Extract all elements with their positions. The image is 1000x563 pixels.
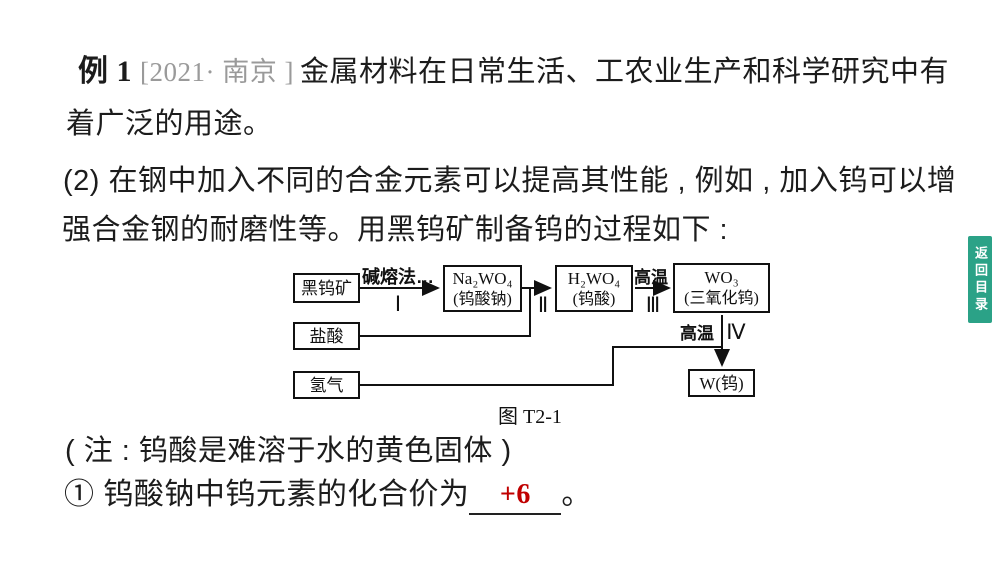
part2-text-1: (2) 在钢中加入不同的合金元素可以提高其性能 , 例如 , 加入钨可以增: [63, 165, 957, 197]
intro-text-2: 着广泛的用途。: [66, 108, 273, 140]
h2wo4-formula: H₂WO₄: [567, 268, 621, 288]
answer-value: +6: [499, 479, 531, 510]
source-citation: [2021· 南京 ]: [140, 57, 294, 87]
example-intro-line1: 例 1 [2021· 南京 ]金属材料在日常生活、工农业生产和科学研究中有: [78, 52, 949, 92]
box-hydrochloric-acid: 盐酸: [293, 322, 360, 350]
box-sodium-tungstate: Na₂WO₄ (钨酸钠): [443, 265, 522, 312]
wo3-formula: WO₃: [704, 268, 739, 287]
step1-number: Ⅰ: [395, 292, 401, 316]
h2-connector-line: [360, 346, 722, 386]
na2wo4-name: (钨酸钠): [453, 290, 512, 308]
question-line: ① 钨酸钠中钨元素的化合价为 +6 。: [64, 475, 592, 515]
note-text: ( 注 : 钨酸是难溶于水的黄色固体 ): [65, 435, 512, 467]
na2wo4-formula: Na₂WO₄: [452, 268, 513, 288]
tungsten-process-diagram: 碱熔法… Ⅰ Ⅱ 高温 Ⅲ 高温 Ⅳ 黑钨矿 盐酸 氢气 Na₂WO₄ (钨酸钠…: [290, 258, 775, 428]
answer-blank: +6: [469, 477, 562, 515]
part2-line1: (2) 在钢中加入不同的合金元素可以提高其性能 , 例如 , 加入钨可以增: [63, 161, 956, 201]
hcl-connector-line: [360, 288, 531, 337]
box-hcl-label: 盐酸: [309, 326, 344, 346]
box-ore-label: 黑钨矿: [301, 278, 352, 298]
intro-text-1: 金属材料在日常生活、工农业生产和科学研究中有: [299, 56, 949, 88]
question-prefix: ① 钨酸钠中钨元素的化合价为: [64, 478, 470, 511]
part2-text-2: 强合金钢的耐磨性等。用黑钨矿制备钨的过程如下 :: [62, 214, 729, 246]
example-intro-line2: 着广泛的用途。: [66, 104, 273, 144]
example-label: 例 1: [78, 55, 132, 88]
step1-method-label: 碱熔法…: [362, 266, 434, 287]
w-product-label: W(钨): [699, 373, 744, 393]
part2-line2: 强合金钢的耐磨性等。用黑钨矿制备钨的过程如下 :: [62, 210, 728, 250]
box-tungsten-product: W(钨): [688, 369, 755, 397]
step4-number: Ⅳ: [726, 320, 746, 344]
box-tungsten-trioxide: WO₃ (三氧化钨): [673, 263, 770, 313]
wo3-name: (三氧化钨): [684, 290, 759, 307]
box-tungstic-acid: H₂WO₄ (钨酸): [555, 265, 633, 312]
note-line: ( 注 : 钨酸是难溶于水的黄色固体 ): [65, 431, 512, 471]
step3-number: Ⅲ: [646, 293, 660, 317]
box-black-tungsten-ore: 黑钨矿: [293, 273, 360, 303]
back-to-contents-button[interactable]: 返回目录: [968, 236, 992, 323]
step2-number: Ⅱ: [538, 293, 548, 317]
question-period: 。: [561, 478, 592, 511]
box-hydrogen-gas: 氢气: [293, 371, 360, 399]
back-to-contents-label: 返回目录: [973, 245, 988, 314]
h2wo4-name: (钨酸): [572, 290, 616, 308]
diagram-connectors: 碱熔法… Ⅰ Ⅱ 高温 Ⅲ 高温 Ⅳ: [360, 266, 746, 386]
step4-condition-label: 高温: [680, 323, 714, 343]
figure-caption: 图 T2-1: [498, 406, 562, 428]
box-h2-label: 氢气: [309, 375, 344, 395]
step3-condition-label: 高温: [634, 267, 668, 287]
